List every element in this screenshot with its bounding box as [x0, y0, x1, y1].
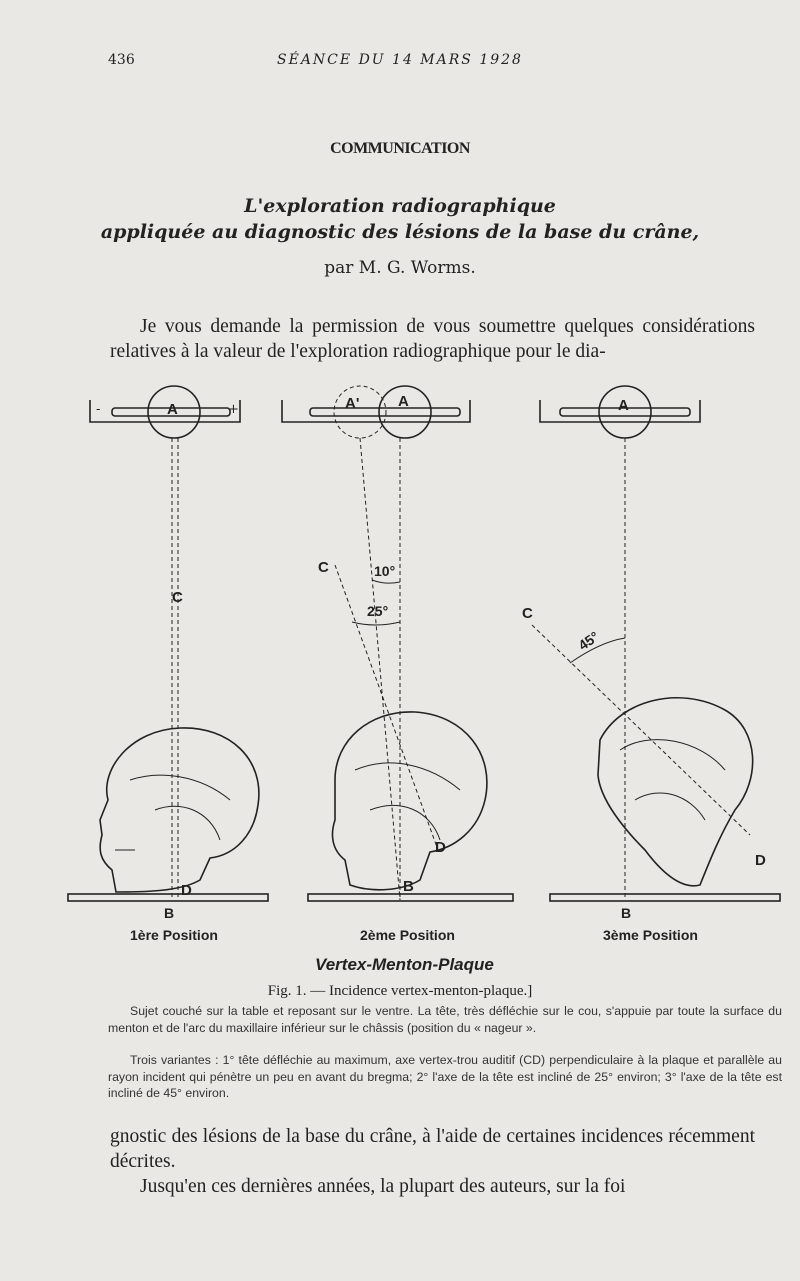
- label-d: D: [181, 882, 192, 899]
- label-a-prime: A': [345, 395, 359, 412]
- position-label: 1ère Position: [130, 927, 218, 943]
- label-b: B: [403, 878, 414, 895]
- body-paragraph: Je vous demande la permission de vous so…: [110, 316, 755, 362]
- section-heading: COMMUNICATION: [330, 140, 470, 157]
- skull-radiography-figure: A - + C D B 1ère Position A' A C 10° 25°: [67, 385, 781, 974]
- author-line: par M. G. Worms.: [324, 258, 476, 278]
- plate: [307, 893, 514, 902]
- figure-subtitle: Vertex-Menton-Plaque: [315, 955, 494, 974]
- body-paragraph: Jusqu'en ces dernières années, la plupar…: [140, 1176, 626, 1197]
- article-title-line1: L'exploration radiographique: [244, 195, 556, 217]
- angle-25: 25°: [367, 603, 388, 619]
- panel-position-1: A - + C D B 1ère Position: [67, 385, 269, 943]
- figure-caption-paragraph: Trois variantes : 1° tête défléchie au m…: [108, 1053, 782, 1100]
- figure-caption-paragraph: Sujet couché sur la table et reposant su…: [108, 1004, 782, 1035]
- body-paragraph: gnostic des lésions de la base du crâne,…: [110, 1126, 755, 1172]
- xray-tube-icon: [378, 385, 432, 439]
- angle-10: 10°: [374, 563, 395, 579]
- label-a: A: [398, 393, 409, 410]
- plate: [549, 893, 781, 902]
- label-c: C: [522, 605, 533, 622]
- label-minus: -: [96, 402, 100, 417]
- article-title-line2: appliquée au diagnostic des lésions de l…: [100, 221, 700, 243]
- xray-tube-icon: [89, 385, 241, 439]
- label-c: C: [172, 589, 183, 606]
- label-d: D: [435, 839, 446, 856]
- label-b: B: [621, 905, 631, 921]
- running-title: SÉANCE DU 14 MARS 1928: [277, 52, 523, 68]
- skull-3: [597, 697, 754, 887]
- label-a: A: [618, 397, 629, 414]
- plate: [67, 893, 269, 902]
- panel-position-3: A C 45° D B 3ème Position: [522, 385, 781, 943]
- label-d: D: [755, 852, 766, 869]
- label-plus: +: [228, 402, 239, 417]
- page-number: 436: [108, 52, 135, 68]
- angle-45: 45°: [575, 628, 602, 653]
- skull-2: [331, 711, 488, 891]
- figure-caption-title: Fig. 1. — Incidence vertex-menton-plaque…: [267, 983, 533, 999]
- panel-position-2: A' A C 10° 25° D B 2ème Position: [281, 385, 514, 943]
- label-b: B: [164, 905, 174, 921]
- label-c: C: [318, 559, 329, 576]
- position-label: 2ème Position: [360, 927, 455, 943]
- position-label: 3ème Position: [603, 927, 698, 943]
- skull-1: [99, 727, 260, 893]
- label-a: A: [167, 401, 178, 418]
